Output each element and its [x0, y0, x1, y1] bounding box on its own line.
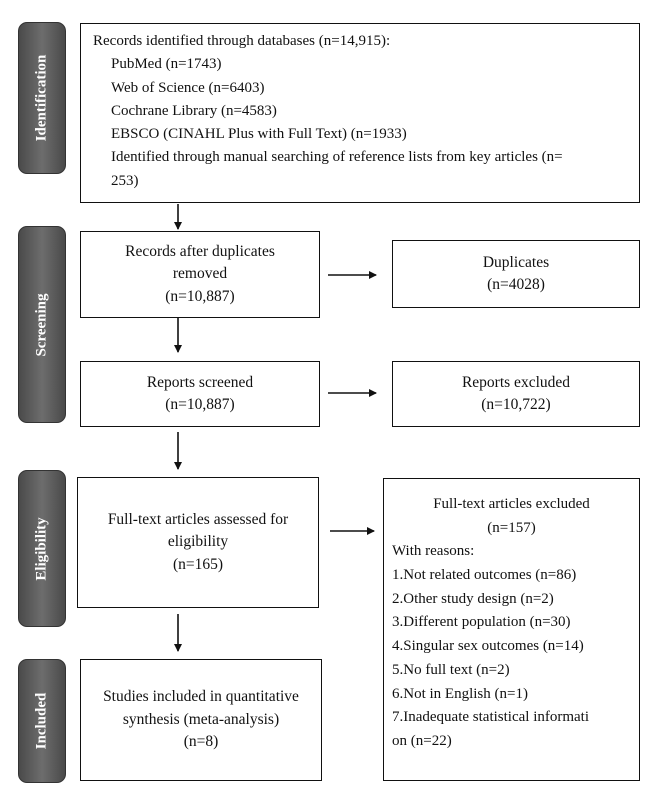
duplicates-removed-line-2: removed	[172, 265, 228, 283]
reports-screened-box: Reports screened (n=10,887)	[80, 361, 320, 427]
fulltext-assessed-line-2: eligibility	[167, 533, 229, 551]
reports-screened-label: Reports screened	[146, 373, 254, 391]
exclusion-reason: 4.Singular sex outcomes (n=14)	[392, 638, 584, 655]
source-cochrane: Cochrane Library (n=4583)	[111, 102, 277, 119]
duplicates-count: (n=4028)	[487, 276, 545, 293]
fulltext-excluded-box: Full-text articles excluded (n=157) With…	[383, 478, 640, 781]
phase-screening: Screening	[18, 226, 66, 423]
studies-included-count: (n=8)	[183, 733, 219, 751]
fulltext-assessed-line-1: Full-text articles assessed for	[107, 510, 289, 528]
reports-excluded-count: (n=10,722)	[481, 396, 551, 413]
duplicates-label: Duplicates	[482, 253, 550, 271]
fulltext-excluded-count: (n=157)	[487, 519, 536, 536]
exclusion-reason: 1.Not related outcomes (n=86)	[392, 567, 577, 584]
records-identified-box: Records identified through databases (n=…	[80, 23, 640, 203]
reports-excluded-box: Reports excluded (n=10,722)	[392, 361, 640, 427]
studies-included-box: Studies included in quantitative synthes…	[80, 659, 322, 781]
fulltext-assessed-count: (n=165)	[172, 555, 224, 573]
studies-included-line-1: Studies included in quantitative	[103, 688, 299, 706]
duplicates-box: Duplicates (n=4028)	[392, 240, 640, 308]
fulltext-excluded-title: Full-text articles excluded	[433, 496, 590, 512]
exclusion-reason: on (n=22)	[392, 732, 452, 749]
records-identified-header: Records identified through databases (n=…	[93, 33, 391, 49]
studies-included-line-2: synthesis (meta-analysis)	[122, 710, 280, 728]
exclusion-reason: 7.Inadequate statistical informati	[392, 709, 590, 726]
duplicates-removed-count: (n=10,887)	[165, 287, 235, 305]
phase-eligibility: Eligibility	[18, 470, 66, 627]
phase-identification: Identification	[18, 22, 66, 174]
source-manual-search-count: 253)	[111, 172, 139, 189]
exclusion-reason: 3.Different population (n=30)	[392, 614, 571, 631]
source-pubmed: PubMed (n=1743)	[111, 56, 222, 73]
exclusion-reason: 2.Other study design (n=2)	[392, 590, 554, 607]
exclusion-reason: 5.No full text (n=2)	[392, 661, 510, 678]
source-manual-search: Identified through manual searching of r…	[111, 149, 563, 166]
duplicates-removed-box: Records after duplicates removed (n=10,8…	[80, 231, 320, 318]
reports-excluded-label: Reports excluded	[461, 373, 571, 391]
reports-screened-count: (n=10,887)	[165, 396, 235, 413]
phase-included: Included	[18, 659, 66, 783]
exclusion-reasons-header: With reasons:	[392, 543, 475, 560]
fulltext-assessed-box: Full-text articles assessed for eligibil…	[77, 477, 319, 608]
duplicates-removed-line-1: Records after duplicates	[125, 242, 275, 260]
source-web-of-science: Web of Science (n=6403)	[111, 79, 265, 96]
source-ebsco: EBSCO (CINAHL Plus with Full Text) (n=19…	[111, 126, 407, 142]
exclusion-reason: 6.Not in English (n=1)	[392, 685, 528, 702]
